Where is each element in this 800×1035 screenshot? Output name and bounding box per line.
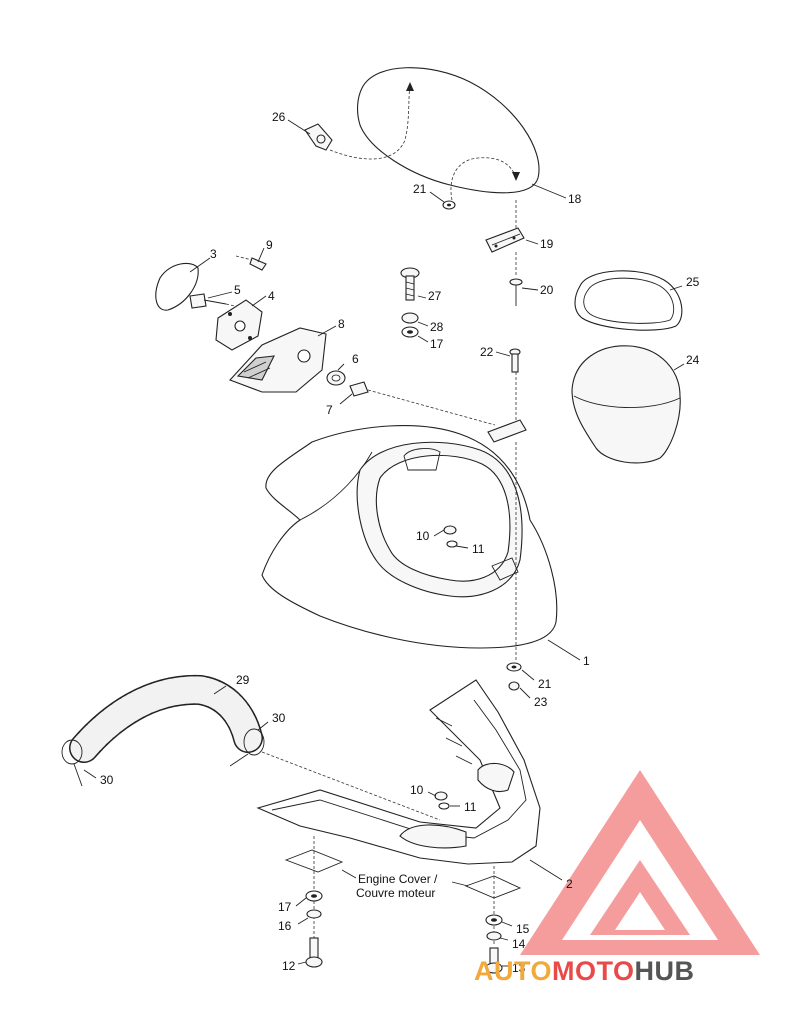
part-28-nut xyxy=(401,312,419,324)
part-25-ring xyxy=(574,270,683,331)
callout-5: 5 xyxy=(234,283,241,297)
engine-cover-pad-right xyxy=(464,875,522,899)
part-4-base xyxy=(215,299,263,351)
callout-24: 24 xyxy=(686,353,700,367)
watermark-text: AUTOMOTOHUB xyxy=(474,956,695,986)
part-24-storage-bin xyxy=(571,345,681,464)
part-30-clamp-right xyxy=(229,728,265,767)
callout-11-lower: 11 xyxy=(464,800,477,814)
part-20-pin xyxy=(509,200,523,306)
callout-14: 14 xyxy=(512,937,526,951)
watermark-hub: HUB xyxy=(635,956,695,986)
callout-17-lower: 17 xyxy=(278,900,292,914)
callout-9: 9 xyxy=(266,238,273,252)
callout-29: 29 xyxy=(236,673,250,687)
part-2-lower-frame xyxy=(256,679,541,865)
callout-11: 11 xyxy=(472,542,485,556)
part-11-washer-upper xyxy=(446,540,458,548)
callout-20: 20 xyxy=(540,283,554,297)
watermark-logo xyxy=(520,770,760,955)
callout-18: 18 xyxy=(568,192,582,206)
part-7-clip xyxy=(349,381,496,426)
part-16-washer xyxy=(306,909,322,919)
callout-23: 23 xyxy=(534,695,548,709)
part-14-washer xyxy=(486,931,502,941)
part-27-bolt xyxy=(400,267,420,301)
part-26-knob xyxy=(304,123,333,151)
callout-19: 19 xyxy=(540,237,554,251)
part-29-hose xyxy=(69,674,263,763)
part-30-clamp-left xyxy=(61,739,83,787)
part-17-washer-top xyxy=(401,326,419,338)
part-9-pin xyxy=(235,255,267,271)
engine-cover-note-fr: Couvre moteur xyxy=(356,886,435,900)
callout-12: 12 xyxy=(282,959,296,973)
callout-7: 7 xyxy=(326,403,333,417)
callout-27: 27 xyxy=(428,289,442,303)
callout-16: 16 xyxy=(278,919,292,933)
engine-cover-note-en: Engine Cover / xyxy=(358,872,438,886)
watermark-auto: AUTO xyxy=(474,956,552,986)
part-11-washer-lower xyxy=(438,802,450,810)
part-13-bolt xyxy=(485,947,503,974)
hinge-bracket xyxy=(487,419,527,443)
engine-cover-pad-left xyxy=(284,849,344,873)
part-3-lens xyxy=(155,262,199,311)
callout-6: 6 xyxy=(352,352,359,366)
part-15-washer xyxy=(485,914,503,926)
part-19-hinge xyxy=(485,227,525,253)
part-8-display-housing xyxy=(229,327,327,393)
callout-15: 15 xyxy=(516,922,530,936)
callout-30-right: 30 xyxy=(272,711,286,725)
callout-22: 22 xyxy=(480,345,494,359)
callout-30-left: 30 xyxy=(100,773,114,787)
callout-2: 2 xyxy=(566,877,573,891)
part-10-nut-lower xyxy=(434,791,448,801)
part-22-screw xyxy=(509,348,521,373)
callout-28: 28 xyxy=(430,320,444,334)
callout-25: 25 xyxy=(686,275,700,289)
part-10-nut-upper xyxy=(443,525,457,535)
callout-21: 21 xyxy=(413,182,427,196)
part-17-washer-bottom xyxy=(305,890,323,902)
callout-13: 13 xyxy=(512,961,526,975)
part-18-cover xyxy=(357,67,540,194)
callout-26: 26 xyxy=(272,110,286,124)
part-12-bolt xyxy=(305,937,323,968)
callout-10-lower: 10 xyxy=(410,783,424,797)
callout-10: 10 xyxy=(416,529,430,543)
callout-3: 3 xyxy=(210,247,217,261)
callout-4: 4 xyxy=(268,289,275,303)
part-21-washer-lower xyxy=(506,662,522,672)
callout-17: 17 xyxy=(430,337,444,351)
part-6-grommet xyxy=(326,370,346,386)
leader-lines xyxy=(83,119,685,967)
watermark-moto: MOTO xyxy=(552,956,635,986)
part-23-nut xyxy=(508,681,520,691)
callout-21-lower: 21 xyxy=(538,677,552,691)
callout-1: 1 xyxy=(583,654,590,668)
part-1-upper-body xyxy=(261,372,558,660)
callout-8: 8 xyxy=(338,317,345,331)
